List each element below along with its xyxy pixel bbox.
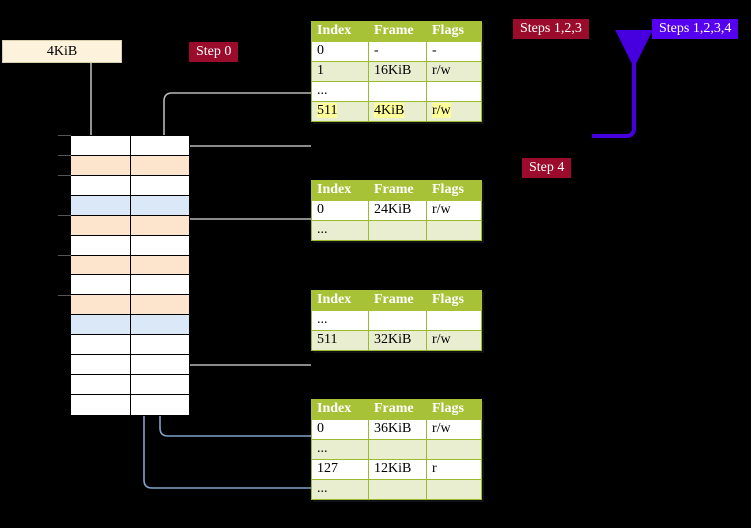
column-header-frame: Frame <box>368 290 427 311</box>
column-header-index: Index <box>311 290 369 311</box>
table-cell-frame <box>368 439 427 460</box>
size-box-4kib: 4KiB <box>2 40 122 63</box>
badge-step-0-label: Step 0 <box>196 44 232 59</box>
table-cell-flags <box>426 81 482 102</box>
badge-step-4: Step 4 <box>522 158 572 178</box>
column-header-frame: Frame <box>368 399 427 420</box>
column-header-index: Index <box>311 180 369 201</box>
table-cell-frame <box>368 310 427 331</box>
highlighted-value: r/w <box>432 103 451 118</box>
column-header-index: Index <box>311 399 369 420</box>
table-cell-flags: - <box>426 41 482 62</box>
memory-tick <box>58 175 71 176</box>
table-row: ... <box>311 439 482 460</box>
table-cell-frame: 16KiB <box>368 61 427 82</box>
table-cell-frame: 32KiB <box>368 330 427 351</box>
memory-column-divider-left <box>130 136 131 415</box>
table-cell-index: ... <box>311 310 369 331</box>
column-header-frame: Frame <box>368 180 427 201</box>
table-cell-frame: 36KiB <box>368 419 427 440</box>
badge-steps-123: Steps 1,2,3 <box>513 19 589 39</box>
table-cell-flags <box>426 220 482 241</box>
column-header-flags: Flags <box>426 180 482 201</box>
memory-tick <box>58 215 71 216</box>
table-cell-index: ... <box>311 479 369 500</box>
highlighted-value: 511 <box>317 103 338 118</box>
table-cell-flags: r <box>426 459 482 480</box>
table-cell-index: ... <box>311 220 369 241</box>
table-cell-index: ... <box>311 81 369 102</box>
table-cell-index: 0 <box>311 419 369 440</box>
table-row: ... <box>311 479 482 500</box>
table-cell-frame <box>368 81 427 102</box>
table-cell-flags <box>426 479 482 500</box>
memory-tick <box>58 135 71 136</box>
table-cell-index: 127 <box>311 459 369 480</box>
highlighted-value: 4KiB <box>374 103 405 118</box>
wire-pdpt-row0-to-memory <box>177 218 311 265</box>
table-cell-index: 0 <box>311 200 369 221</box>
wire-steps-bracket <box>592 30 653 138</box>
badge-steps-123-label: Steps 1,2,3 <box>520 21 582 36</box>
table-cell-flags <box>426 310 482 331</box>
column-header-index: Index <box>311 21 369 42</box>
table-row: 0-- <box>311 41 482 62</box>
table-cell-index: 511 <box>311 101 369 122</box>
wire-pml4-row511-to-memory <box>177 145 311 229</box>
table-cell-frame: 24KiB <box>368 200 427 221</box>
table-cell-flags: r/w <box>426 419 482 440</box>
badge-step-4-label: Step 4 <box>529 160 565 175</box>
table-cell-index: 511 <box>311 330 369 351</box>
table-cell-index: ... <box>311 439 369 460</box>
table-row: 511 4KiB r/w <box>311 101 482 122</box>
column-header-frame: Frame <box>368 21 427 42</box>
table-cell-frame <box>368 479 427 500</box>
table-cell-flags: r/w <box>426 200 482 221</box>
table-row: ... <box>311 310 482 331</box>
size-box-label: 4KiB <box>46 44 78 59</box>
table-cell-frame <box>368 220 427 241</box>
table-cell-frame: 4KiB <box>368 101 427 122</box>
table-cell-flags <box>426 439 482 460</box>
table-cell-index: 1 <box>311 61 369 82</box>
badge-step-0: Step 0 <box>189 42 239 62</box>
table-cell-frame: - <box>368 41 427 62</box>
table-cell-flags: r/w <box>426 330 482 351</box>
badge-steps-1234: Steps 1,2,3,4 <box>652 19 739 39</box>
table-cell-index: 0 <box>311 41 369 62</box>
table-row: ... <box>311 220 482 241</box>
memory-tick <box>58 155 71 156</box>
table-cell-flags: r/w <box>426 61 482 82</box>
badge-steps-1234-label: Steps 1,2,3,4 <box>659 21 732 36</box>
table-row: ... <box>311 81 482 102</box>
memory-tick <box>58 255 71 256</box>
column-header-flags: Flags <box>426 290 482 311</box>
column-header-flags: Flags <box>426 399 482 420</box>
wire-memory-to-pd-row511 <box>166 296 311 366</box>
column-header-flags: Flags <box>426 21 482 42</box>
table-cell-frame: 12KiB <box>368 459 427 480</box>
memory-tick <box>58 295 71 296</box>
table-cell-flags: r/w <box>426 101 482 122</box>
